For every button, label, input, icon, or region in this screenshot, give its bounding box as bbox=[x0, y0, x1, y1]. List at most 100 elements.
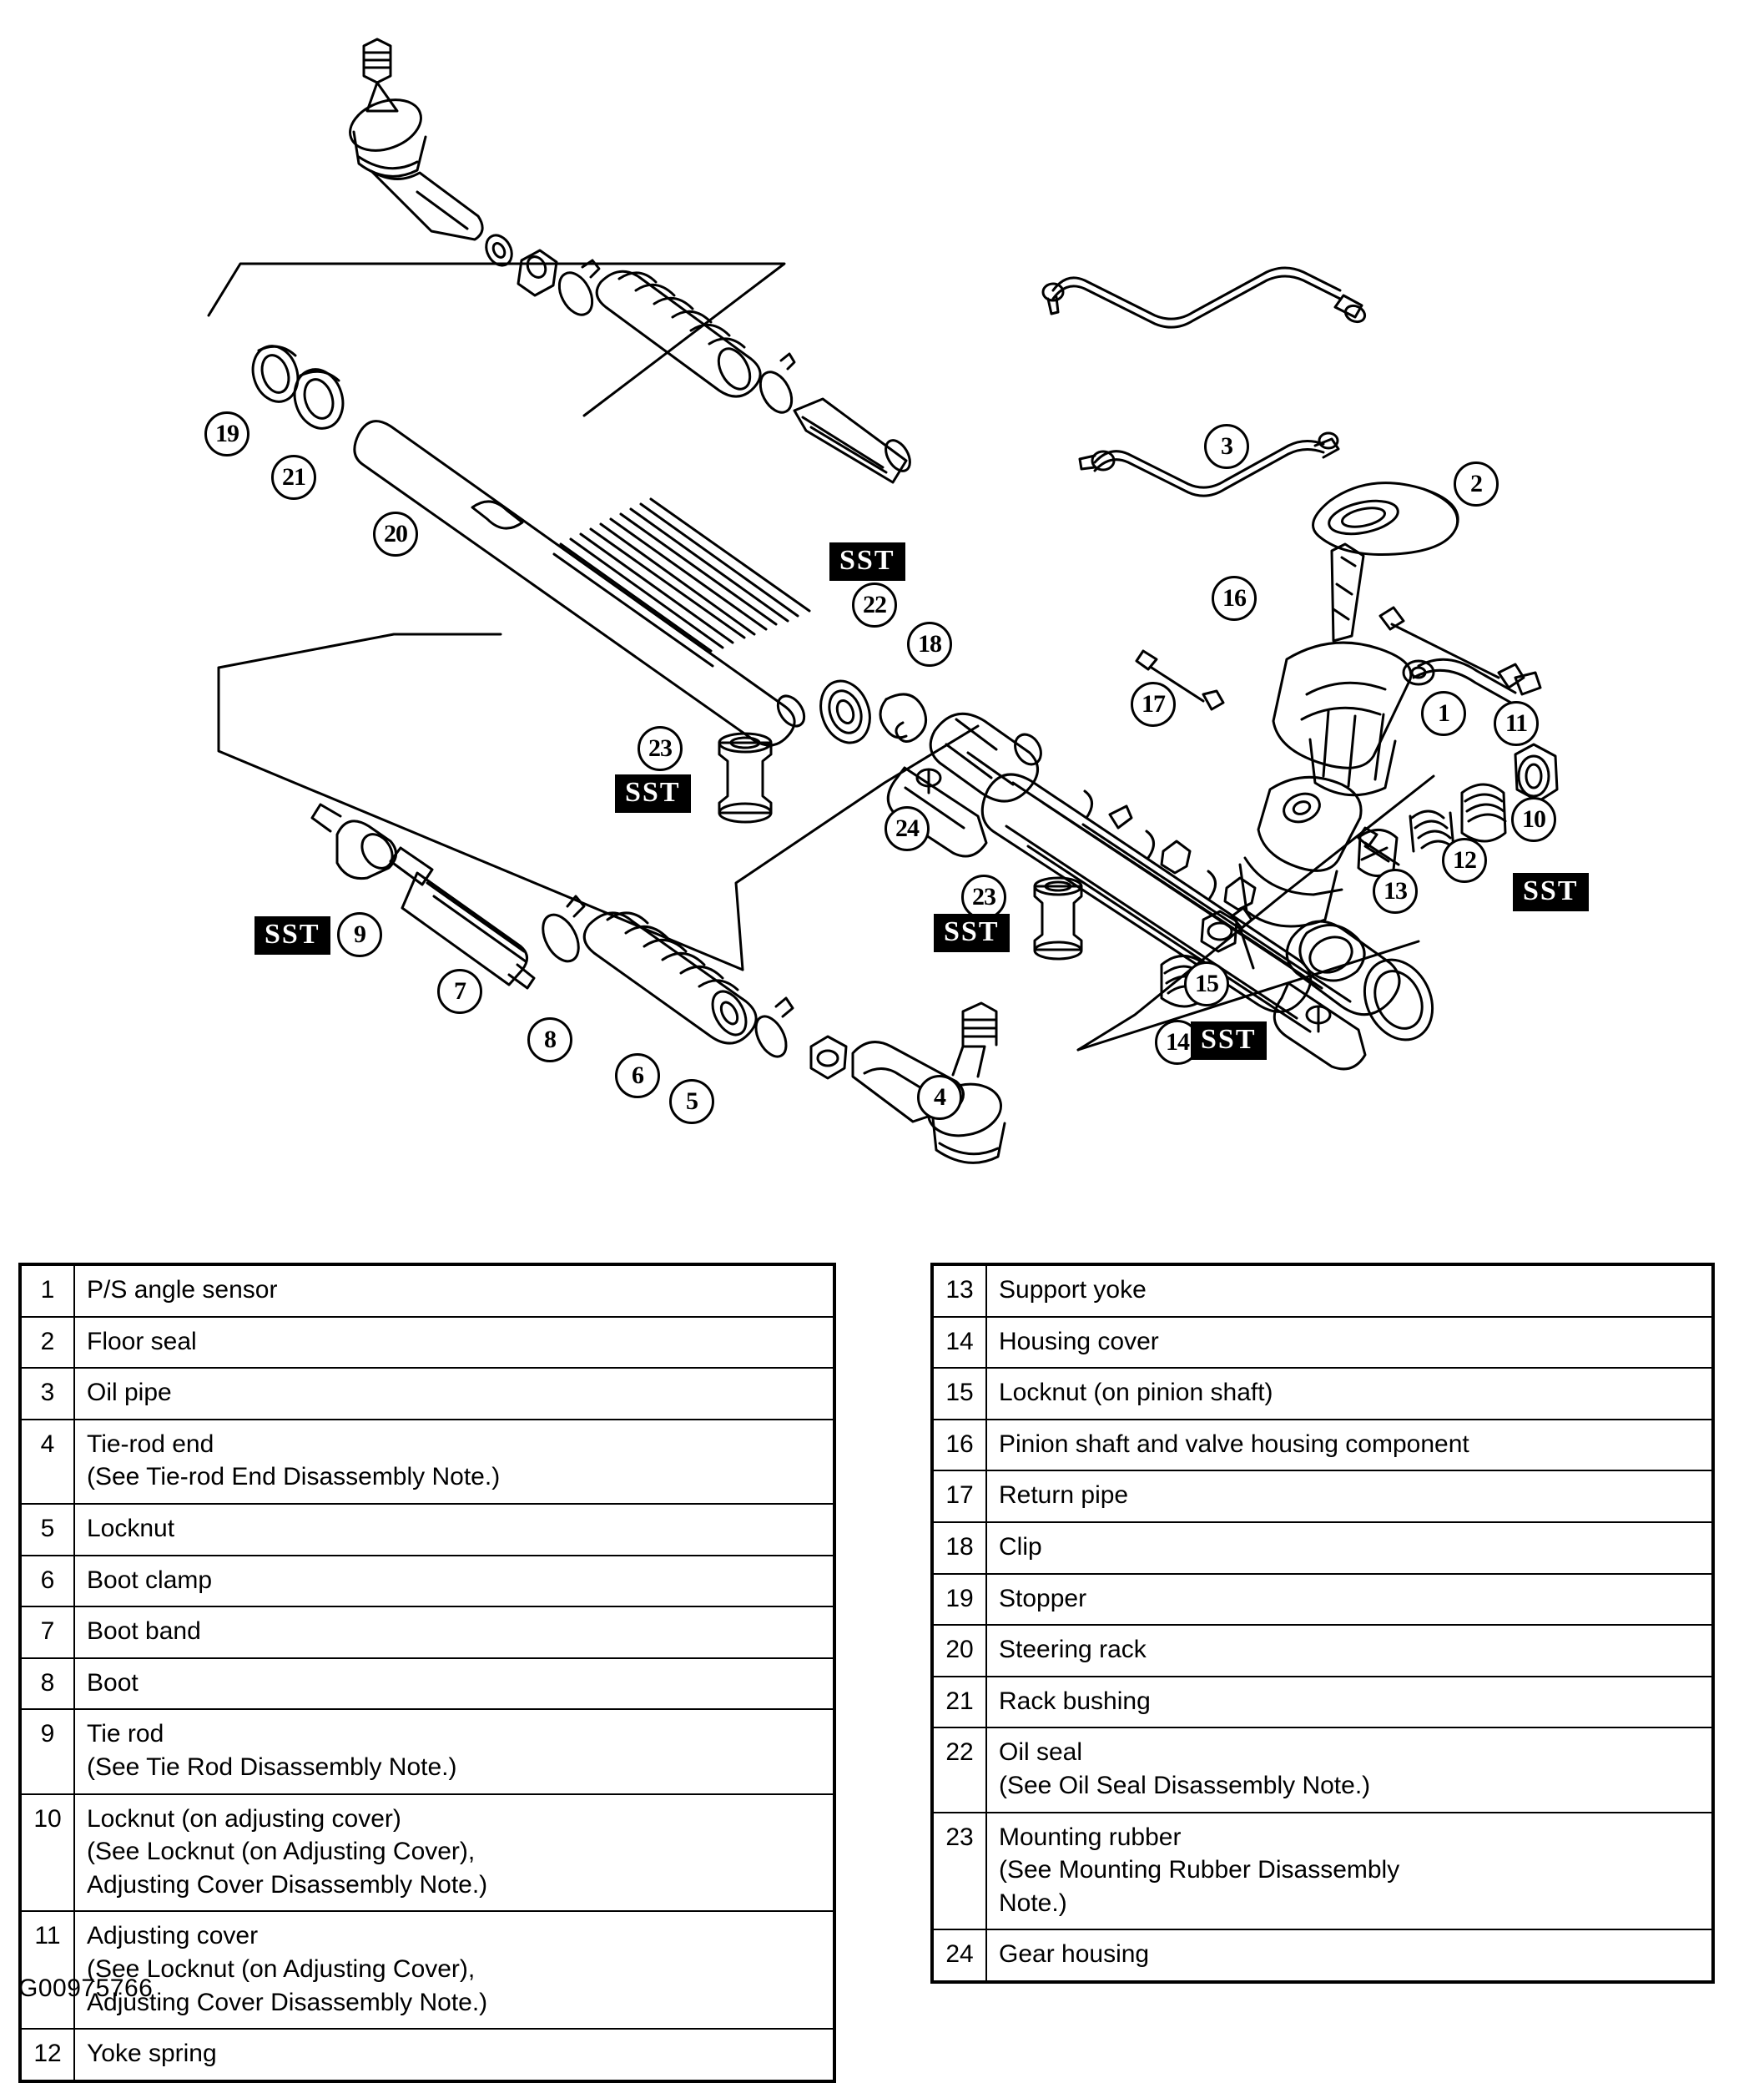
part-number: 21 bbox=[931, 1675, 987, 1729]
callout-4: 4 bbox=[917, 1075, 962, 1120]
callout-24: 24 bbox=[885, 806, 930, 851]
part-number: 14 bbox=[931, 1315, 987, 1369]
callout-22: 22 bbox=[852, 583, 897, 628]
stopper-19 bbox=[251, 345, 300, 403]
tie-rod-end-upper bbox=[349, 38, 484, 241]
part-name: Support yoke bbox=[985, 1263, 1714, 1318]
floor-seal-2 bbox=[1312, 482, 1459, 556]
part-number: 7 bbox=[19, 1606, 75, 1659]
callout-8: 8 bbox=[527, 1017, 572, 1062]
part-name: Locknut (on pinion shaft) bbox=[985, 1367, 1714, 1420]
part-number: 8 bbox=[19, 1657, 75, 1711]
tie-rod-9 bbox=[310, 803, 536, 990]
part-name: Oil pipe bbox=[73, 1367, 835, 1420]
part-number: 17 bbox=[931, 1470, 987, 1523]
part-name: Boot bbox=[73, 1657, 835, 1711]
part-number: 9 bbox=[19, 1708, 75, 1795]
part-name: Oil seal(See Oil Seal Disassembly Note.) bbox=[985, 1727, 1714, 1813]
callout-1: 1 bbox=[1421, 691, 1466, 736]
oil-pipe-3 bbox=[1041, 266, 1367, 497]
boot-clamp-6 bbox=[754, 996, 794, 1058]
part-name: Housing cover bbox=[985, 1315, 1714, 1369]
boot-band-upper bbox=[557, 259, 601, 316]
part-number: 10 bbox=[19, 1793, 75, 1913]
steering-rack-20 bbox=[353, 420, 811, 747]
part-name: Tie-rod end(See Tie-rod End Disassembly … bbox=[73, 1418, 835, 1505]
part-number: 12 bbox=[19, 2028, 75, 2082]
part-name: Mounting rubber(See Mounting Rubber Disa… bbox=[985, 1811, 1714, 1931]
part-number: 11 bbox=[19, 1910, 75, 2030]
part-name: Rack bushing bbox=[985, 1675, 1714, 1729]
part-name: Locknut (on adjusting cover)(See Locknut… bbox=[73, 1793, 835, 1913]
part-number: 19 bbox=[931, 1572, 987, 1627]
exploded-diagram bbox=[207, 38, 1559, 1164]
callout-23: 23 bbox=[961, 875, 1006, 920]
locknut-5 bbox=[809, 1035, 848, 1080]
sst-badge: SST bbox=[1513, 873, 1589, 911]
clip-18 bbox=[879, 693, 928, 743]
part-number: 1 bbox=[19, 1263, 75, 1318]
part-name: Pinion shaft and valve housing component bbox=[985, 1418, 1714, 1472]
callout-3: 3 bbox=[1204, 424, 1249, 469]
ps-angle-sensor-1 bbox=[1378, 606, 1542, 708]
callout-16: 16 bbox=[1212, 576, 1257, 621]
sst-badge: SST bbox=[1191, 1021, 1267, 1060]
oil-seal-22 bbox=[819, 679, 871, 744]
callout-13: 13 bbox=[1373, 869, 1418, 914]
mounting-rubber-23-a bbox=[718, 732, 773, 824]
locknut-10 bbox=[1514, 743, 1559, 803]
callout-15: 15 bbox=[1184, 961, 1229, 1006]
mounting-rubber-23-b bbox=[1033, 876, 1083, 961]
part-name: Floor seal bbox=[73, 1315, 835, 1369]
callout-17: 17 bbox=[1131, 682, 1176, 727]
adjusting-cover-11 bbox=[1460, 783, 1507, 843]
part-name: Tie rod(See Tie Rod Disassembly Note.) bbox=[73, 1708, 835, 1795]
callout-11: 11 bbox=[1494, 701, 1539, 746]
part-number: 22 bbox=[931, 1727, 987, 1813]
part-name: Steering rack bbox=[985, 1624, 1714, 1677]
sst-badge: SST bbox=[255, 916, 330, 955]
callout-10: 10 bbox=[1511, 797, 1556, 842]
part-name: Yoke spring bbox=[73, 2028, 835, 2082]
part-name: Stopper bbox=[985, 1572, 1714, 1627]
part-name: Boot clamp bbox=[73, 1554, 835, 1608]
figure-id-label: G00975766 bbox=[18, 1975, 154, 2002]
part-name: Clip bbox=[985, 1521, 1714, 1575]
part-name: Adjusting cover(See Locknut (on Adjustin… bbox=[73, 1910, 835, 2030]
diagram-artwork bbox=[207, 38, 1559, 1164]
callout-7: 7 bbox=[437, 969, 482, 1014]
gear-housing-24 bbox=[886, 713, 1434, 1071]
callout-23: 23 bbox=[638, 726, 683, 771]
boot-8 bbox=[582, 911, 758, 1045]
part-number: 5 bbox=[19, 1502, 75, 1556]
callout-6: 6 bbox=[615, 1053, 660, 1098]
part-name: Boot band bbox=[73, 1606, 835, 1659]
sst-badge: SST bbox=[615, 774, 691, 813]
part-name: Gear housing bbox=[985, 1929, 1714, 1983]
part-number: 24 bbox=[931, 1929, 987, 1983]
callout-2: 2 bbox=[1454, 461, 1499, 507]
part-name: P/S angle sensor bbox=[73, 1263, 835, 1318]
boot-band-7 bbox=[542, 895, 586, 963]
